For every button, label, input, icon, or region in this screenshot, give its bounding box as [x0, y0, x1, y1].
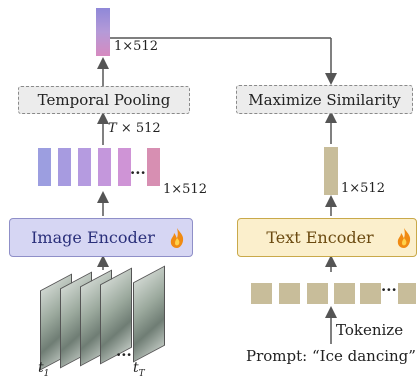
token	[360, 283, 381, 304]
text-feature-dim: 1×512	[341, 181, 385, 196]
text-feature-vector	[324, 147, 338, 195]
tokenize-label: Tokenize	[336, 321, 404, 339]
frame-feature-2	[58, 148, 71, 186]
frame-features-top-dim: T × 512	[108, 121, 161, 136]
frame-label-last: tT	[133, 360, 145, 379]
frame-features-top-dim-value: × 512	[120, 121, 161, 136]
text-encoder-box: Text Encoder	[237, 218, 417, 257]
frame-feature-1	[38, 148, 51, 186]
token	[251, 283, 272, 304]
pooled-feature-vector	[96, 8, 110, 56]
frame-feature-T	[147, 148, 160, 186]
temporal-pooling-box: Temporal Pooling	[18, 86, 190, 114]
maximize-similarity-label: Maximize Similarity	[248, 90, 401, 109]
image-encoder-box: Image Encoder	[9, 218, 193, 257]
frame-label-last-sub: T	[138, 368, 145, 379]
frame-features-top-dim-var: T	[108, 121, 117, 136]
fire-icon	[170, 228, 184, 248]
frame-label-first-sub: 1	[43, 368, 50, 379]
frame-feature-5	[118, 148, 131, 186]
pooled-feature-dim: 1×512	[114, 39, 158, 54]
video-frame	[133, 265, 165, 363]
frame-label-last-var: t	[133, 360, 139, 376]
frame-feature-4	[98, 148, 111, 186]
prompt-text: Prompt: “Ice dancing”	[246, 347, 416, 365]
frames-dots: ···	[116, 346, 132, 364]
text-encoder-label: Text Encoder	[266, 228, 374, 247]
frame-features-dots: ···	[130, 164, 146, 182]
frame-label-first: t1	[38, 360, 49, 379]
frame-label-first-var: t	[38, 360, 44, 376]
image-encoder-label: Image Encoder	[31, 228, 155, 247]
maximize-similarity-box: Maximize Similarity	[236, 85, 413, 114]
temporal-pooling-label: Temporal Pooling	[37, 91, 171, 109]
fire-icon	[397, 228, 411, 248]
token	[398, 283, 416, 304]
frame-features-side-dim: 1×512	[163, 182, 207, 197]
frame-feature-3	[78, 148, 91, 186]
token	[307, 283, 328, 304]
token	[279, 283, 300, 304]
token	[334, 283, 355, 304]
tokens-dots: ···	[381, 281, 397, 299]
